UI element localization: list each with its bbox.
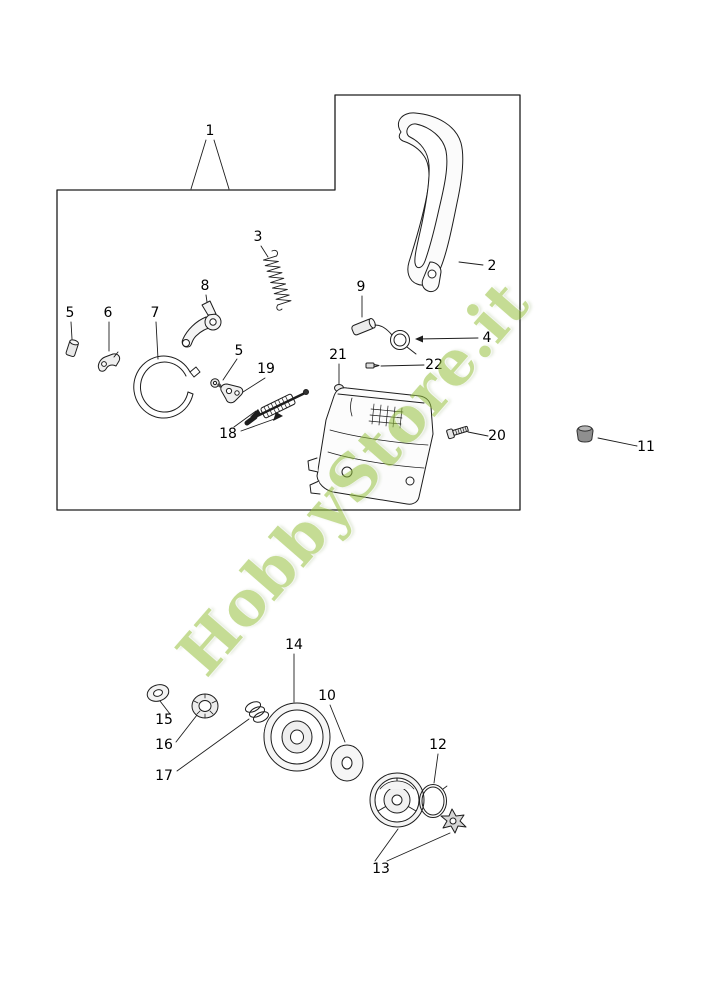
part-10-washer-drawing <box>330 744 364 782</box>
part-4-torsion-spring-drawing <box>374 324 417 355</box>
part-11-nut-drawing <box>576 425 594 443</box>
part-6-pawl-drawing <box>97 351 121 372</box>
part-2-brake-handle-drawing <box>397 112 464 293</box>
leader-lines <box>70 139 638 862</box>
part-label-13: 13 <box>372 861 390 877</box>
part-label-22: 22 <box>425 357 443 373</box>
part-label-20: 20 <box>488 428 506 444</box>
part-label-12: 12 <box>429 737 447 753</box>
clutch-cover-drawing <box>307 387 434 505</box>
part-label-6: 6 <box>103 305 113 321</box>
part-label-15: 15 <box>155 712 173 728</box>
part-label-11: 11 <box>637 439 655 455</box>
part-17-spring-drawing <box>244 701 270 723</box>
part-9-pin-drawing <box>351 318 376 336</box>
part-12-circlip-drawing <box>419 784 448 818</box>
part-label-9: 9 <box>356 279 366 295</box>
part-18-adjuster-drawing <box>244 389 309 426</box>
part-15-washer-drawing <box>146 684 170 702</box>
part-20-screw-drawing <box>446 425 469 440</box>
part-label-19: 19 <box>257 361 275 377</box>
part-3-spring-drawing <box>262 249 292 311</box>
part-label-7: 7 <box>150 305 160 321</box>
part-13-spider-drawing <box>440 808 467 834</box>
part-7-brake-band-drawing <box>133 355 201 419</box>
cover-vents <box>368 403 404 429</box>
part-22-screw-drawing <box>365 362 380 369</box>
part-13-clutch-drawing <box>369 772 425 828</box>
part-label-2: 2 <box>487 258 497 274</box>
part-14-clutch-drum-drawing <box>263 702 331 772</box>
part-19-latch-drawing <box>220 383 244 404</box>
part-label-1: 1 <box>205 123 215 139</box>
part-label-3: 3 <box>253 229 263 245</box>
part-5-rivet-drawing <box>65 339 79 358</box>
part-label-14: 14 <box>285 637 303 653</box>
part-label-17: 17 <box>155 768 173 784</box>
part-label-5-screw: 5 <box>234 343 244 359</box>
part-label-8: 8 <box>200 278 210 294</box>
part-8-lever-drawing <box>181 300 222 348</box>
part-label-21: 21 <box>329 347 347 363</box>
leader-arrowheads <box>250 335 423 421</box>
assembly-boundary <box>56 94 521 511</box>
part-label-5-left: 5 <box>65 305 75 321</box>
part-label-4: 4 <box>482 330 492 346</box>
part-label-18: 18 <box>219 426 237 442</box>
part-label-10: 10 <box>318 688 336 704</box>
part-label-16: 16 <box>155 737 173 753</box>
part-16-bearing-drawing <box>191 693 219 719</box>
